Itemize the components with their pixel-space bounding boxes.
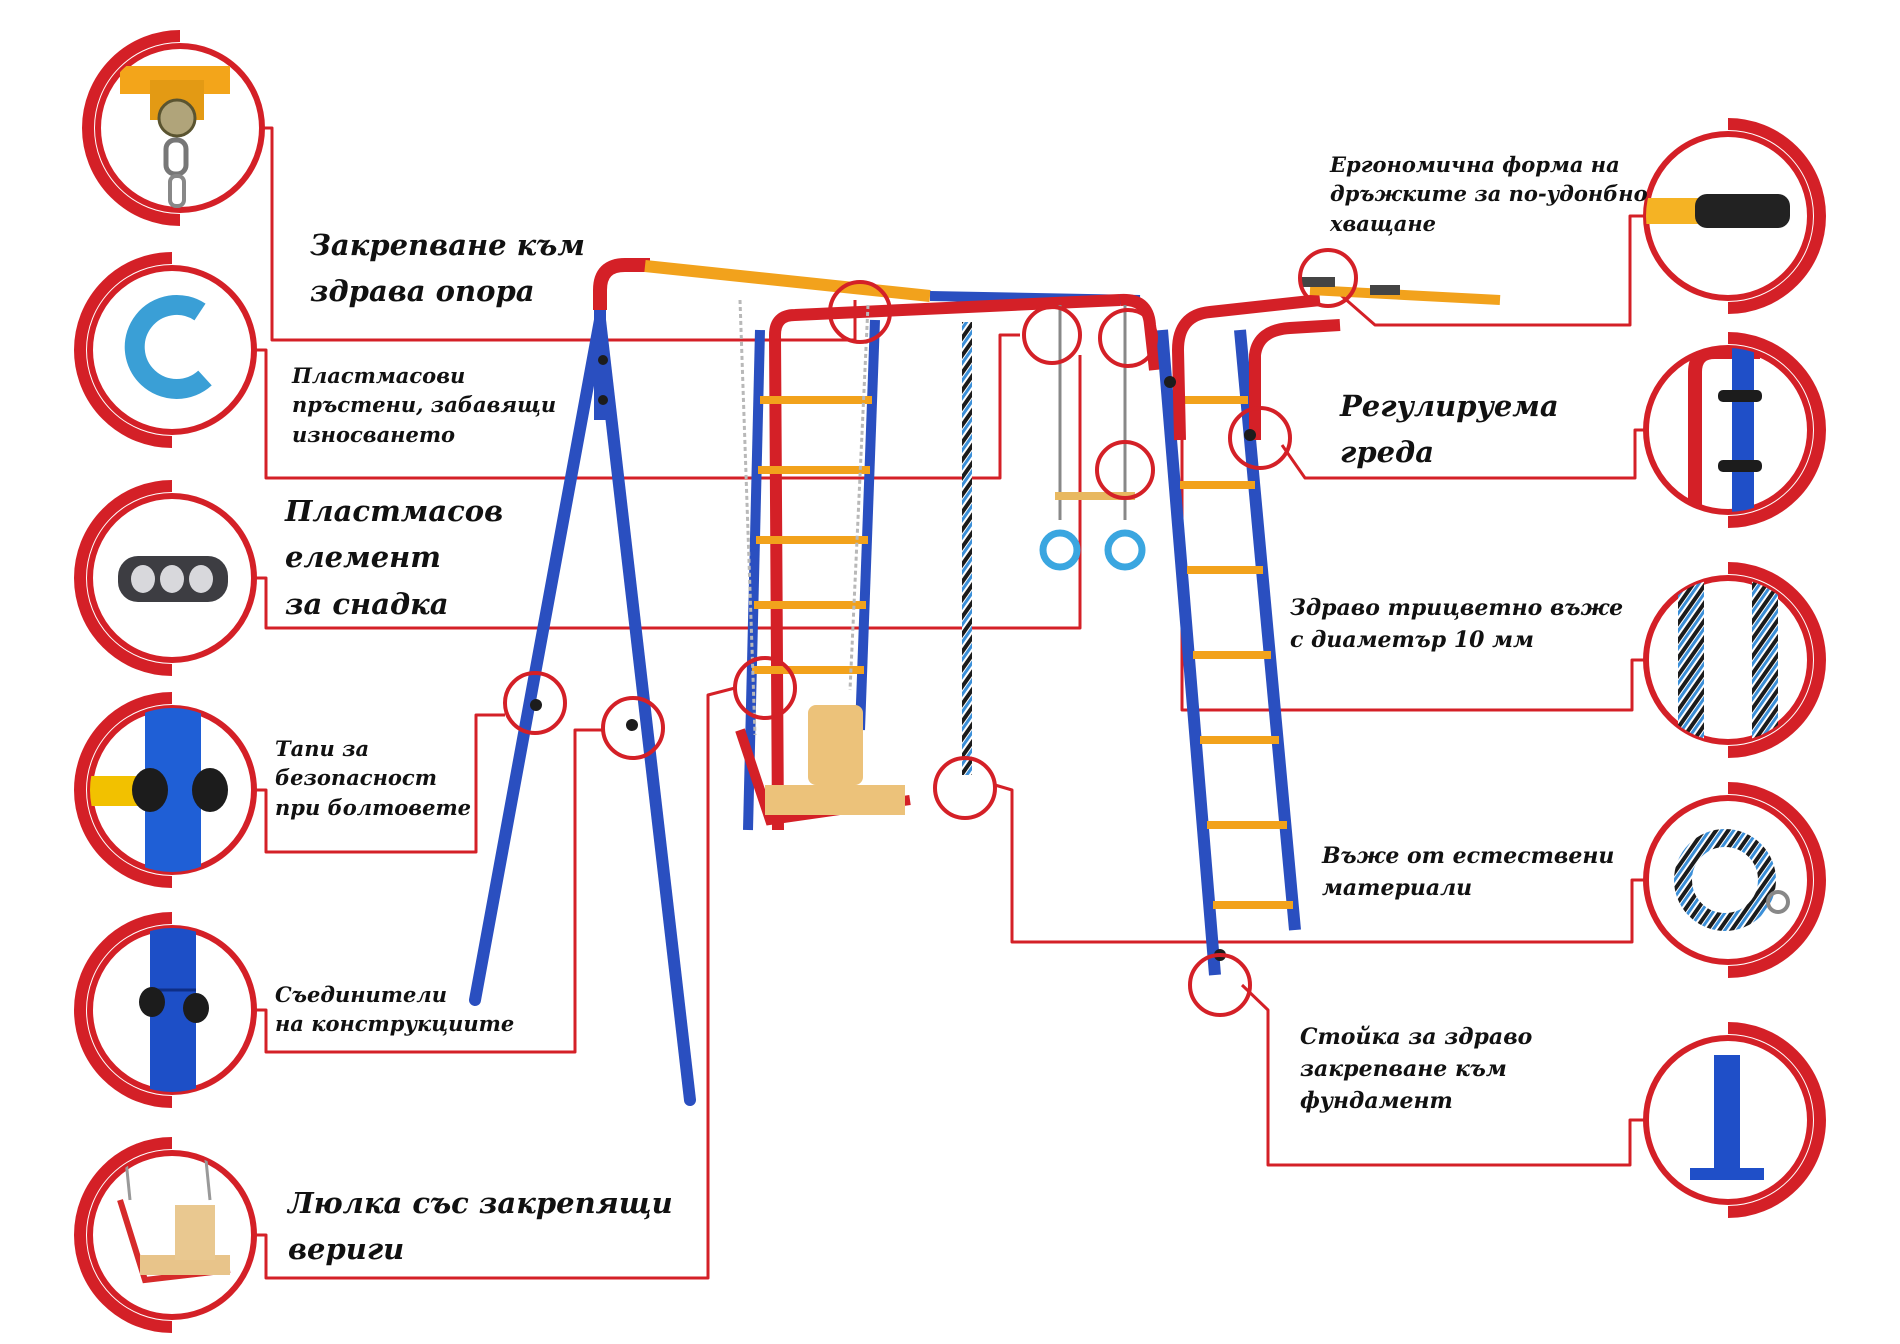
leader-snap bbox=[254, 355, 1082, 630]
detail-handles bbox=[1643, 118, 1826, 314]
label-caps: Тапи за безопасност при болтовете bbox=[275, 736, 472, 820]
leader-rings bbox=[254, 333, 1020, 480]
label-handles: Ергономична форма на дръжките за по-удон… bbox=[1330, 152, 1648, 236]
tricolor-rope-icon bbox=[1678, 578, 1778, 742]
detail-joints bbox=[74, 912, 257, 1108]
detail-swing bbox=[74, 1137, 257, 1333]
label-support: Закрепване към здрава опора bbox=[310, 228, 585, 309]
detail-rope3 bbox=[1643, 562, 1826, 758]
pipe-connector-icon bbox=[139, 928, 209, 1092]
bolt-cap-icon bbox=[90, 708, 228, 872]
snap-connector-icon bbox=[118, 556, 228, 602]
ground-stand-icon bbox=[1690, 1055, 1764, 1180]
detail-support bbox=[82, 30, 265, 226]
swing-seat-icon bbox=[117, 1153, 231, 1284]
leader-caps bbox=[254, 713, 505, 854]
adjustable-beam-icon bbox=[1688, 348, 1762, 512]
detail-caps bbox=[74, 692, 257, 888]
leader-beam bbox=[1280, 428, 1646, 480]
label-joints: Съединители на конструкциите bbox=[275, 982, 515, 1037]
highlight-circles bbox=[503, 248, 1358, 1017]
plastic-ring-icon bbox=[124, 295, 212, 399]
leader-support bbox=[262, 126, 857, 342]
detail-rings bbox=[74, 252, 257, 448]
label-beam: Регулируема греда bbox=[1340, 389, 1559, 470]
detail-stand bbox=[1643, 1022, 1826, 1218]
grip-handle-icon bbox=[1646, 194, 1790, 228]
detail-beam bbox=[1643, 332, 1826, 528]
label-rope-nat: Въже от естествени материали bbox=[1322, 843, 1615, 901]
leader-joints bbox=[254, 728, 605, 1054]
leader-rope-nat bbox=[994, 783, 1646, 944]
leader-swing bbox=[254, 686, 736, 1280]
detail-rope-nat bbox=[1643, 782, 1826, 978]
label-stand: Стойка за здраво закрепване към фундамен… bbox=[1300, 1024, 1533, 1114]
detail-snap bbox=[74, 480, 257, 676]
label-rope3: Здраво трицветно въже с диаметър 10 мм bbox=[1290, 595, 1624, 653]
leader-handles bbox=[1334, 214, 1646, 327]
label-swing: Люлка със закрепящи вериги bbox=[288, 1186, 673, 1267]
label-rings: Пластмасови пръстени, забавящи износване… bbox=[292, 363, 557, 447]
pulley-hook-icon bbox=[120, 66, 230, 208]
coiled-rope-icon bbox=[1674, 829, 1790, 931]
leader-lines bbox=[254, 126, 1646, 1280]
leader-stand bbox=[1240, 983, 1646, 1167]
label-snap: Пластмасов елемент за снадка bbox=[285, 494, 504, 621]
